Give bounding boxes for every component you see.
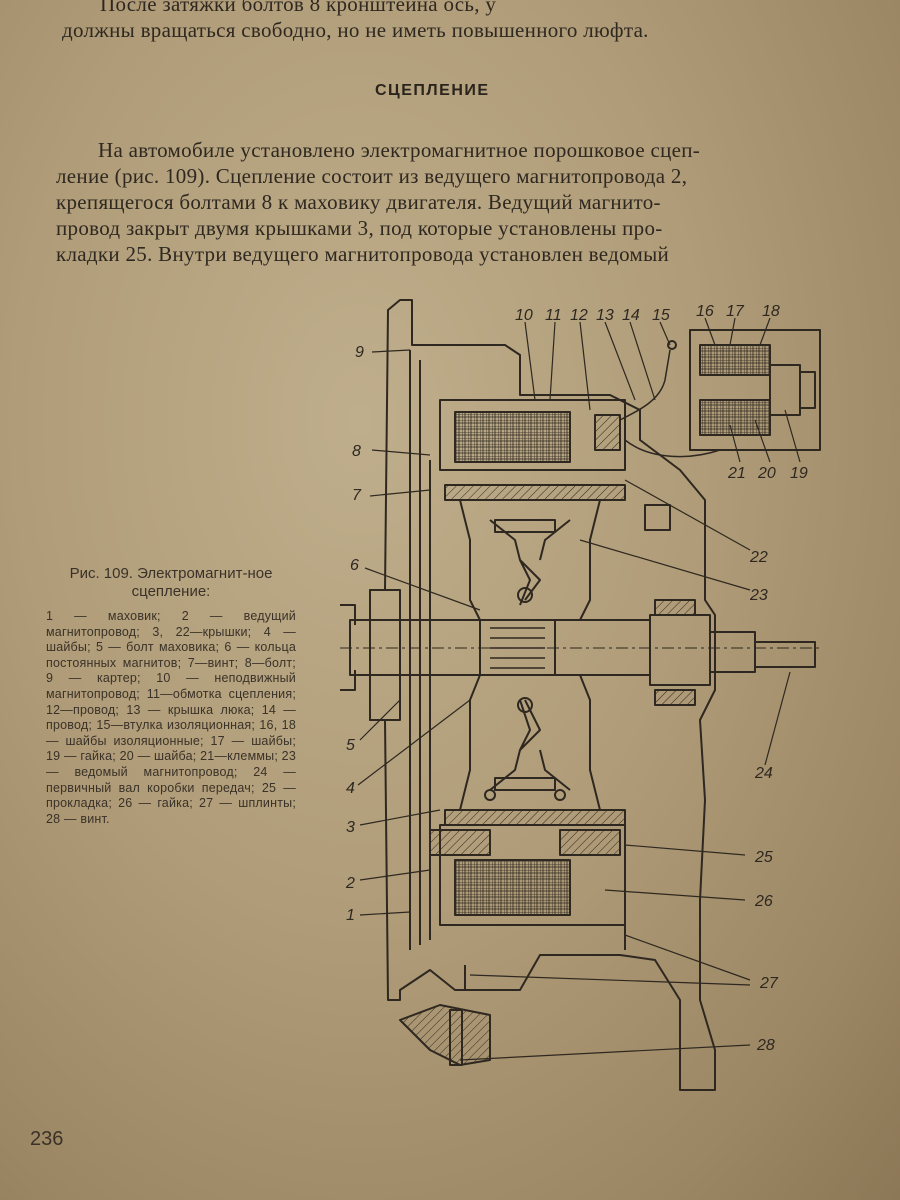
caption-title: Рис. 109. Электромагнит-ное сцепление: <box>69 565 273 600</box>
label-17: 17 <box>726 303 745 320</box>
label-8: 8 <box>352 443 361 460</box>
label-6: 6 <box>350 557 359 574</box>
label-28: 28 <box>756 1037 775 1054</box>
upper-coil <box>454 411 571 463</box>
label-18: 18 <box>762 303 780 320</box>
top-text-line-1: После затяжки болтов 8 кронштейна ось, у <box>100 0 497 16</box>
label-11: 11 <box>545 307 562 324</box>
upper-coil-housing <box>439 399 626 471</box>
label-20: 20 <box>757 465 776 482</box>
label-23: 23 <box>749 587 768 604</box>
figure-caption: Рис. 109. Электромагнит-ное сцепление: 1… <box>46 565 296 827</box>
section-title: СЦЕПЛЕНИЕ <box>375 82 490 99</box>
paragraph-line-2: ление (рис. 109). Сцепление состоит из в… <box>56 164 688 188</box>
label-25: 25 <box>754 849 773 866</box>
label-22: 22 <box>749 549 768 566</box>
label-4: 4 <box>346 780 355 797</box>
top-text-line-2: должны вращаться свободно, но не иметь п… <box>62 18 649 42</box>
label-12: 12 <box>570 307 588 324</box>
label-1: 1 <box>346 907 355 924</box>
label-21: 21 <box>727 465 746 482</box>
label-7: 7 <box>352 487 362 504</box>
housing-outline <box>369 299 716 1091</box>
paragraph-line-5: кладки 25. Внутри ведущего магнитопровод… <box>56 242 670 266</box>
label-26: 26 <box>754 893 773 910</box>
paragraph-line-1: На автомобиле установлено электромагнитн… <box>98 138 701 162</box>
label-14: 14 <box>622 307 640 324</box>
label-27: 27 <box>759 975 779 992</box>
paragraph-line-3: крепящегося болтами 8 к маховику двигате… <box>56 190 661 214</box>
label-24: 24 <box>754 765 773 782</box>
terminal-block <box>689 329 821 451</box>
label-16: 16 <box>696 303 714 320</box>
page-number: 236 <box>30 1128 64 1150</box>
caption-legend: 1 — маховик; 2 — ведущий магнитопровод; … <box>46 609 296 826</box>
lower-coil <box>454 859 571 916</box>
label-19: 19 <box>790 465 808 482</box>
label-15: 15 <box>652 307 670 324</box>
label-10: 10 <box>515 307 533 324</box>
label-5: 5 <box>346 737 355 754</box>
output-shaft <box>754 641 816 668</box>
label-13: 13 <box>596 307 614 324</box>
label-2: 2 <box>345 875 355 892</box>
paragraph-line-4: провод закрыт двумя крышками 3, под кото… <box>56 216 663 240</box>
label-3: 3 <box>346 819 355 836</box>
label-9: 9 <box>355 344 364 361</box>
